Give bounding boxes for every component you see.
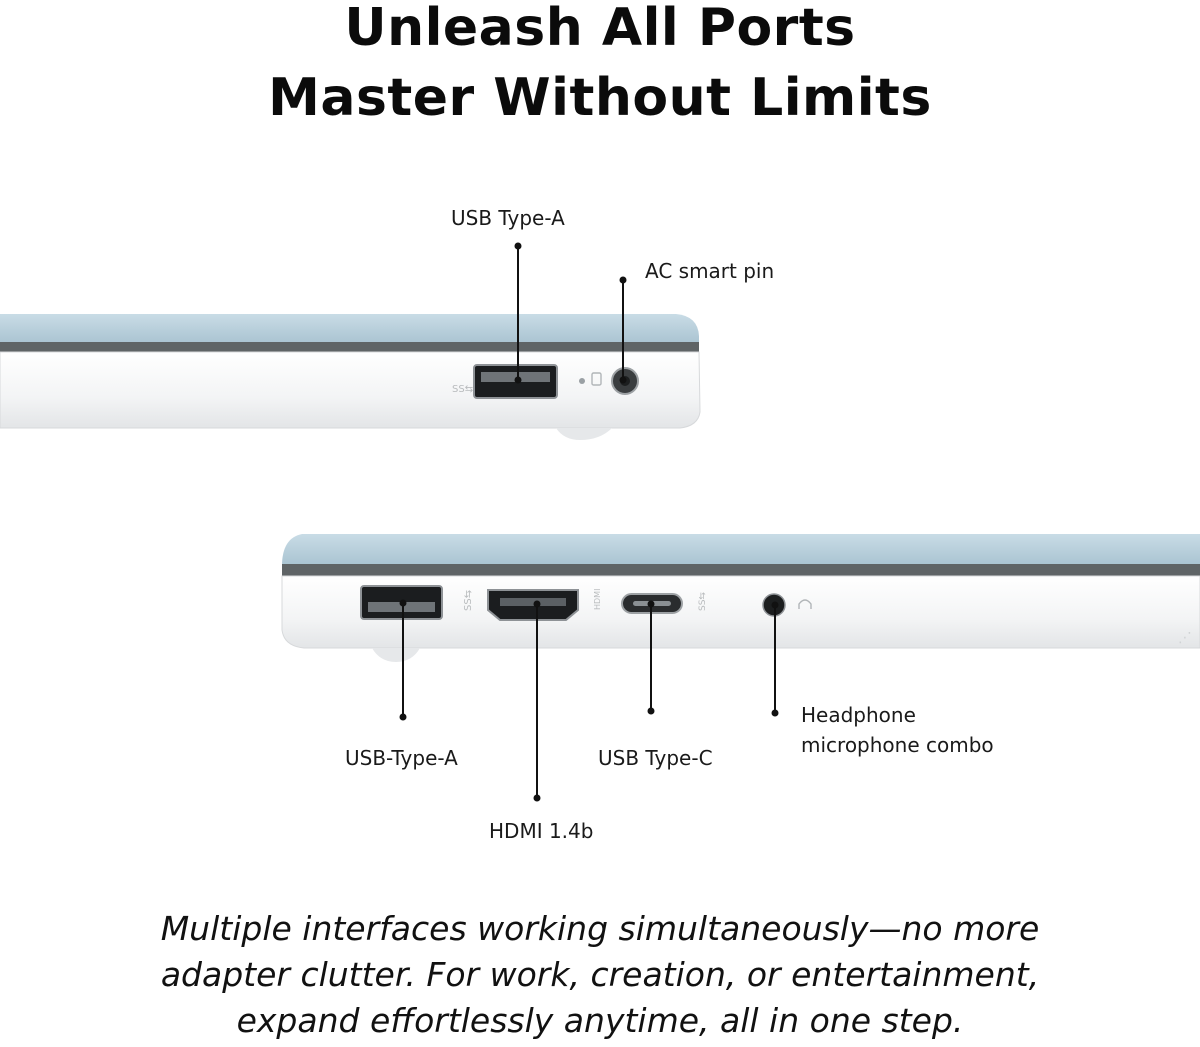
power-symbol-icon <box>591 372 602 386</box>
lid-top-view <box>0 314 699 344</box>
hinge-seam <box>0 342 699 352</box>
rubber-foot-bottom <box>372 648 420 662</box>
label-usb-c: USB Type-C <box>598 746 713 770</box>
charge-led-icon <box>579 378 585 384</box>
superspeed-icon: SS⇆ <box>452 384 473 395</box>
lid-bottom-view <box>282 534 1200 566</box>
label-hdmi: HDMI 1.4b <box>489 819 594 843</box>
laptop-left-side: SS⇆ HDMI SS⇆ ⋰ <box>281 534 1200 802</box>
rubber-foot <box>556 428 612 440</box>
caption-line-3: expand effortlessly anytime, all in one … <box>236 1001 964 1040</box>
caption-paragraph: Multiple interfaces working simultaneous… <box>0 906 1200 1044</box>
superspeed-bottom-icon: SS⇆ <box>463 590 474 611</box>
label-ac-smart-pin: AC smart pin <box>645 259 775 283</box>
label-audio-line-1: Headphone <box>801 703 916 727</box>
label-audio-line-2: microphone combo <box>801 733 994 757</box>
laptop-right-side: SS⇆ <box>0 242 701 440</box>
headphone-symbol-icon <box>798 599 812 609</box>
label-usb-a-top: USB Type-A <box>451 206 565 230</box>
hdmi-mark-icon: HDMI <box>593 589 602 610</box>
logo-mark-icon: ⋰ <box>1178 630 1192 646</box>
caption-line-2: adapter clutter. For work, creation, or … <box>160 955 1040 994</box>
hinge-seam-bottom <box>282 564 1200 576</box>
base-top-view <box>0 351 701 429</box>
label-usb-a-bottom: USB-Type-A <box>345 746 458 770</box>
headline-line-2: Master Without Limits <box>268 68 932 128</box>
superspeed-c-icon: SS⇆ <box>698 592 708 611</box>
caption-line-1: Multiple interfaces working simultaneous… <box>160 909 1040 948</box>
headline-line-1: Unleash All Ports <box>344 0 856 58</box>
